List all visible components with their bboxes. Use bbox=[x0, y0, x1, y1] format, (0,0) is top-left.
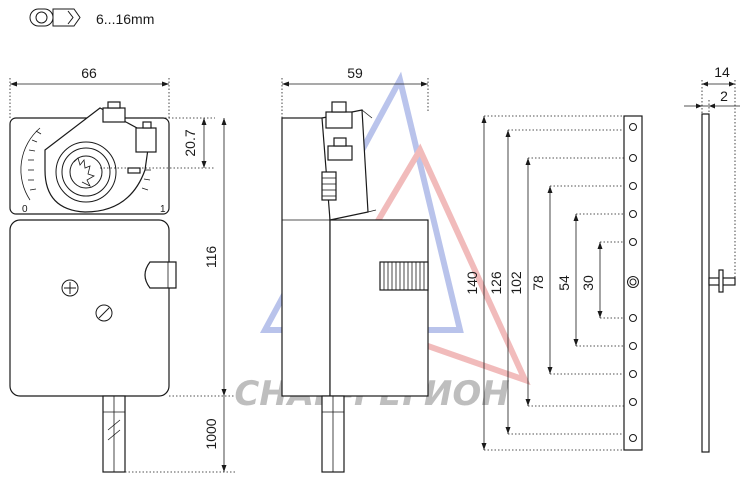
spacing-140-label: 140 bbox=[464, 271, 480, 295]
shaft-clamp bbox=[44, 107, 151, 213]
plate-width-label: 14 bbox=[714, 64, 730, 80]
manual-release-button bbox=[144, 261, 177, 289]
clamp-offset-label: 20.7 bbox=[182, 129, 198, 156]
shaft-type-icons bbox=[29, 8, 81, 27]
clamp-indicator bbox=[127, 167, 141, 174]
round-shaft-icon bbox=[29, 8, 54, 27]
bracket-dimensions: 140 126 102 78 bbox=[464, 115, 624, 451]
spacing-30-label: 30 bbox=[580, 275, 596, 291]
clamp-ring-outer bbox=[55, 141, 117, 203]
bracket-plate-edge bbox=[701, 113, 710, 453]
clamp-ring-inner bbox=[61, 147, 111, 197]
bracket-view: 140 126 102 78 bbox=[464, 115, 643, 451]
shaft-serration bbox=[73, 157, 95, 187]
front-width-label: 66 bbox=[81, 65, 97, 81]
mounting-bracket bbox=[623, 115, 643, 451]
bracket-holes bbox=[627, 123, 639, 442]
side-view: 59 bbox=[281, 65, 429, 473]
side-bolt-lower bbox=[327, 145, 353, 161]
side-front-housing bbox=[329, 219, 429, 397]
scale-max-label: 1 bbox=[160, 204, 166, 215]
plate-thickness-label: 2 bbox=[720, 88, 728, 104]
front-view: 66 0 1 bbox=[9, 65, 235, 473]
side-gear bbox=[321, 171, 337, 201]
square-shaft-icon bbox=[52, 8, 81, 27]
spacing-102-label: 102 bbox=[508, 271, 524, 295]
shaft-hole bbox=[69, 155, 103, 189]
spacing-78-label: 78 bbox=[530, 275, 546, 291]
clamp-bolt-top bbox=[102, 107, 126, 123]
plate-view: 14 2 bbox=[684, 64, 740, 453]
pin-collar bbox=[718, 269, 724, 293]
spacing-54-label: 54 bbox=[556, 275, 572, 291]
rotation-scale bbox=[20, 127, 151, 201]
phillips-screw-icon bbox=[61, 279, 79, 297]
depth-label: 59 bbox=[347, 65, 363, 81]
slotted-screw-icon bbox=[95, 304, 113, 322]
actuator-main-housing bbox=[9, 219, 170, 397]
cable-length-label: 1000 bbox=[203, 418, 219, 449]
clamp-bolt-side bbox=[135, 127, 157, 153]
scale-min-label: 0 bbox=[22, 204, 28, 215]
side-bolt-top bbox=[325, 111, 353, 129]
side-back-housing bbox=[281, 117, 331, 397]
shaft-range-label: 6...16mm bbox=[96, 11, 154, 27]
height-label: 116 bbox=[203, 246, 219, 269]
spacing-126-label: 126 bbox=[488, 271, 504, 295]
